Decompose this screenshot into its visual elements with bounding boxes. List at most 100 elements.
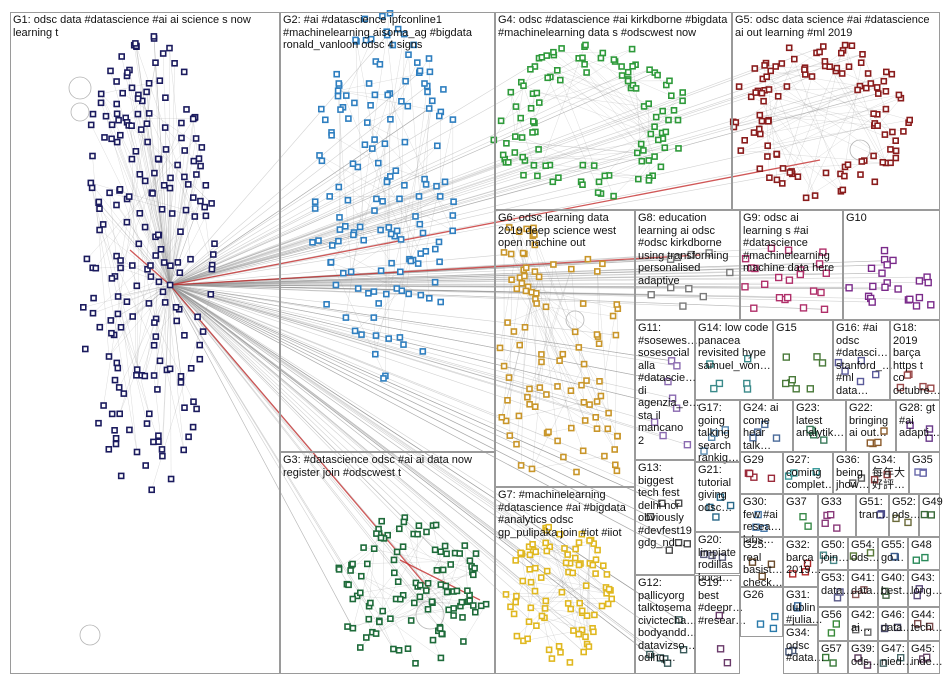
edge [367, 122, 454, 216]
edge [367, 122, 405, 143]
edge [805, 73, 869, 198]
node-g1 [185, 181, 192, 188]
node-g1 [89, 309, 97, 317]
node-g1 [116, 186, 124, 193]
node-g6 [567, 424, 575, 432]
node-g5 [862, 84, 870, 92]
edge [318, 240, 430, 299]
node-g10 [894, 285, 902, 293]
node-g9 [819, 248, 827, 256]
node-g7 [531, 587, 539, 595]
edge [169, 284, 677, 409]
node-g1 [197, 197, 204, 205]
edge [169, 284, 650, 655]
node-g2 [401, 182, 408, 189]
edge [169, 284, 530, 570]
node-g5 [767, 67, 775, 75]
node-g2 [336, 226, 344, 233]
node-g7 [578, 530, 586, 538]
group-label: G16: #ai odsc #datasci… stanford_… #ml d… [836, 322, 893, 397]
node-g5 [826, 63, 834, 70]
node-g6 [595, 340, 603, 348]
node-g2 [387, 230, 395, 238]
node-g15 [788, 376, 796, 384]
node-g4 [533, 89, 541, 97]
node-g13 [658, 499, 666, 507]
edge [169, 76, 813, 286]
node-g1 [193, 405, 200, 413]
node-g3 [437, 654, 445, 662]
group-box-g8: G8: education learning ai odsc #odsc kir… [635, 210, 740, 320]
edge [339, 109, 341, 230]
edge [169, 284, 584, 653]
edge [98, 202, 171, 286]
node-g5 [845, 63, 853, 70]
node-g5 [774, 93, 782, 100]
node-g48 [912, 556, 920, 564]
edge [105, 116, 130, 197]
node-g5 [879, 159, 887, 166]
node-g6 [504, 319, 511, 326]
node-g50 [819, 551, 828, 559]
edge [805, 74, 896, 141]
node-g3 [344, 623, 351, 630]
node-g4 [542, 162, 550, 169]
node-g7 [533, 622, 540, 630]
node-g1 [211, 240, 218, 247]
node-g1 [141, 372, 149, 380]
node-g1 [87, 179, 95, 187]
node-g7 [541, 605, 549, 612]
node-g7 [604, 600, 612, 608]
node-g1 [173, 317, 180, 325]
node-g3 [424, 605, 432, 613]
edge [390, 62, 418, 120]
node-g6 [536, 384, 544, 391]
node-g7 [542, 539, 550, 547]
node-g1 [161, 299, 169, 306]
group-box-g41: G41: data… [848, 570, 883, 607]
node-g2 [317, 105, 325, 113]
node-g3 [443, 550, 450, 558]
node-g2 [332, 281, 340, 289]
node-g1 [151, 319, 158, 326]
group-box-g33: G33 [818, 494, 856, 537]
node-g5 [758, 89, 766, 97]
node-g34a [870, 476, 879, 484]
group-box-g40: G40: best… [878, 570, 913, 607]
group-label: G35 [912, 454, 933, 466]
edge [169, 89, 858, 286]
edge [120, 149, 167, 268]
edge [518, 231, 532, 293]
edge [169, 284, 780, 299]
node-g29 [750, 473, 758, 481]
edge [534, 293, 537, 407]
node-g54 [849, 552, 858, 560]
node-g20 [718, 553, 727, 561]
node-g44 [914, 619, 922, 628]
node-g3 [460, 638, 467, 645]
node-g2 [339, 269, 347, 277]
node-g5 [778, 60, 786, 67]
node-g3 [400, 518, 408, 526]
group-label: G8: education learning ai odsc #odsc kir… [638, 212, 729, 287]
node-g4 [610, 56, 618, 63]
edge [155, 254, 214, 337]
group-box-g19: G19: best #deepr… #resear… [695, 575, 746, 674]
node-g3 [363, 560, 371, 568]
node-g2 [437, 298, 445, 306]
node-g2 [416, 67, 424, 75]
edge [637, 92, 683, 154]
edge [126, 284, 171, 302]
node-g7 [527, 578, 535, 586]
edge [347, 605, 461, 627]
group-box-g42: G42: ai… [848, 607, 878, 641]
node-g41 [852, 590, 860, 599]
node-g1 [143, 420, 151, 427]
node-g7 [538, 612, 546, 620]
node-g1 [178, 119, 185, 127]
node-g2 [365, 289, 372, 297]
edge [529, 269, 572, 405]
group-label: G9: odsc ai learning s #ai #datascience … [743, 212, 835, 274]
node-g1 [193, 171, 200, 178]
node-g10 [869, 282, 877, 291]
